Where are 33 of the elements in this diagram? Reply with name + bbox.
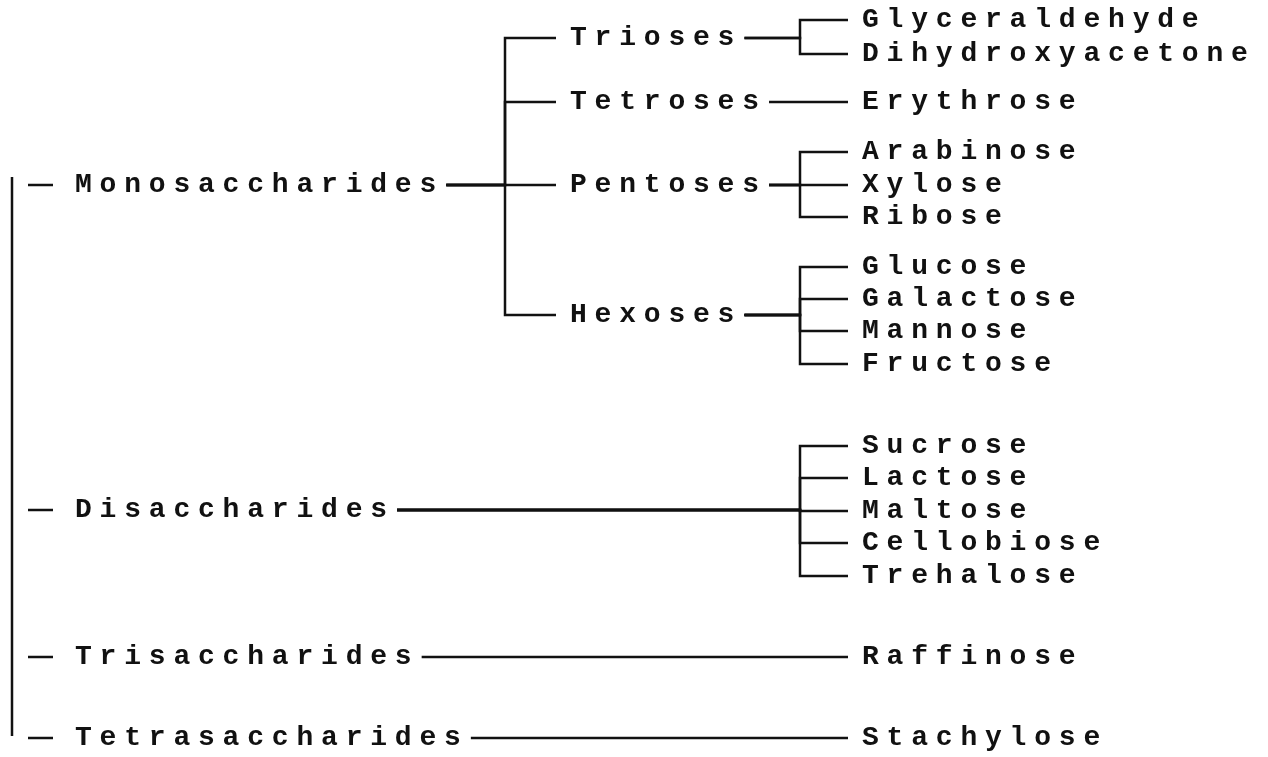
category-label: Pentoses [570, 169, 767, 201]
category-label: Galactose [862, 283, 1084, 315]
category-label: Mannose [862, 315, 1035, 347]
category-label: Disaccharides [75, 494, 395, 526]
category-label: Sucrose [862, 430, 1035, 462]
connector-line [421, 655, 848, 659]
category-label: Ribose [862, 201, 1010, 233]
category-label: Erythrose [862, 86, 1084, 118]
category-label: Tetrasaccharides [75, 722, 469, 754]
category-label: Glyceraldehyde [862, 4, 1207, 36]
connector-line [769, 183, 848, 219]
connector-line [470, 736, 848, 740]
category-label: Fructose [862, 348, 1059, 380]
category-label: Arabinose [862, 136, 1084, 168]
connector-line [744, 313, 848, 366]
category-label: Maltose [862, 495, 1035, 527]
category-label: Trisaccharides [75, 641, 420, 673]
connector-line [769, 100, 848, 104]
category-label: Lactose [862, 462, 1035, 494]
connector-line [744, 36, 848, 56]
connector-line [397, 508, 848, 578]
category-label: Cellobiose [862, 527, 1109, 559]
category-label: Trehalose [862, 560, 1084, 592]
category-label: Dihydroxyacetone [862, 38, 1256, 70]
connector-line [446, 183, 556, 317]
category-label: Trioses [570, 22, 743, 54]
category-label: Glucose [862, 251, 1035, 283]
category-label: Monosaccharides [75, 169, 445, 201]
category-label: Stachylose [862, 722, 1109, 754]
category-label: Raffinose [862, 641, 1084, 673]
category-label: Xylose [862, 169, 1010, 201]
category-label: Hexoses [570, 299, 743, 331]
category-label: Tetroses [570, 86, 767, 118]
